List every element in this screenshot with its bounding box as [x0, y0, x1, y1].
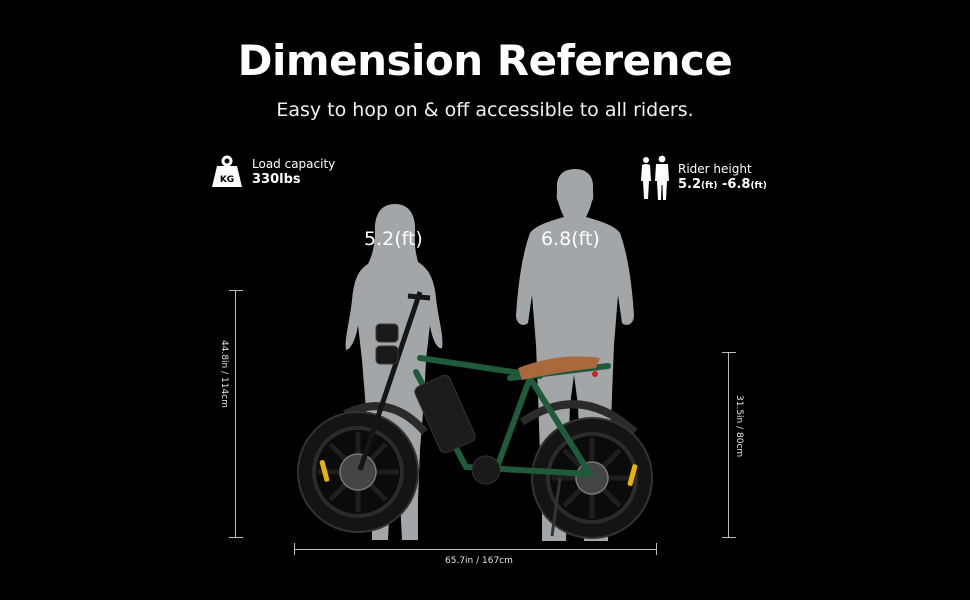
- separator: -: [717, 177, 728, 192]
- ebike-image: [297, 291, 653, 539]
- seat-height-line: [728, 352, 729, 537]
- unit: (ft): [750, 181, 767, 191]
- weight-kg-icon: KG: [212, 155, 242, 187]
- rider-silhouettes-icon: [641, 155, 669, 200]
- page-subtitle: Easy to hop on & off accessible to all r…: [276, 99, 694, 121]
- seat-dim-tick-bottom: [722, 537, 736, 538]
- overall-length-label: 65.7in / 167cm: [445, 556, 513, 566]
- rear-wheel: [531, 417, 653, 539]
- rider-height-spec: Rider height 5.2(ft) -6.8(ft): [638, 155, 767, 201]
- rider-height-max: 6.8: [727, 177, 751, 192]
- unit: (ft): [701, 181, 718, 191]
- load-capacity-spec: KG Load capacity 330lbs: [210, 155, 335, 189]
- load-capacity-label: Load capacity: [252, 156, 336, 171]
- svg-text:KG: KG: [220, 175, 234, 185]
- rider-height-value: 5.2(ft) -6.8(ft): [678, 177, 767, 194]
- short-rider-height-label: 5.2(ft): [364, 228, 423, 250]
- load-capacity-value: 330lbs: [252, 171, 301, 187]
- height-dim-tick-top: [229, 290, 243, 291]
- page-title: Dimension Reference: [237, 36, 733, 85]
- seat-dim-tick-top: [722, 352, 736, 353]
- overall-height-line: [235, 290, 236, 537]
- height-dim-tick-bottom: [229, 537, 243, 538]
- overall-height-label: 44.8in / 114cm: [219, 340, 229, 408]
- overall-length-line: [294, 549, 656, 550]
- length-dim-tick-right: [656, 543, 657, 555]
- rider-height-label: Rider height: [678, 162, 752, 176]
- tall-rider-height-label: 6.8(ft): [541, 228, 600, 250]
- seat-height-label: 31.5in / 80cm: [734, 395, 744, 458]
- rider-height-min: 5.2: [678, 177, 702, 192]
- front-wheel: [297, 411, 419, 533]
